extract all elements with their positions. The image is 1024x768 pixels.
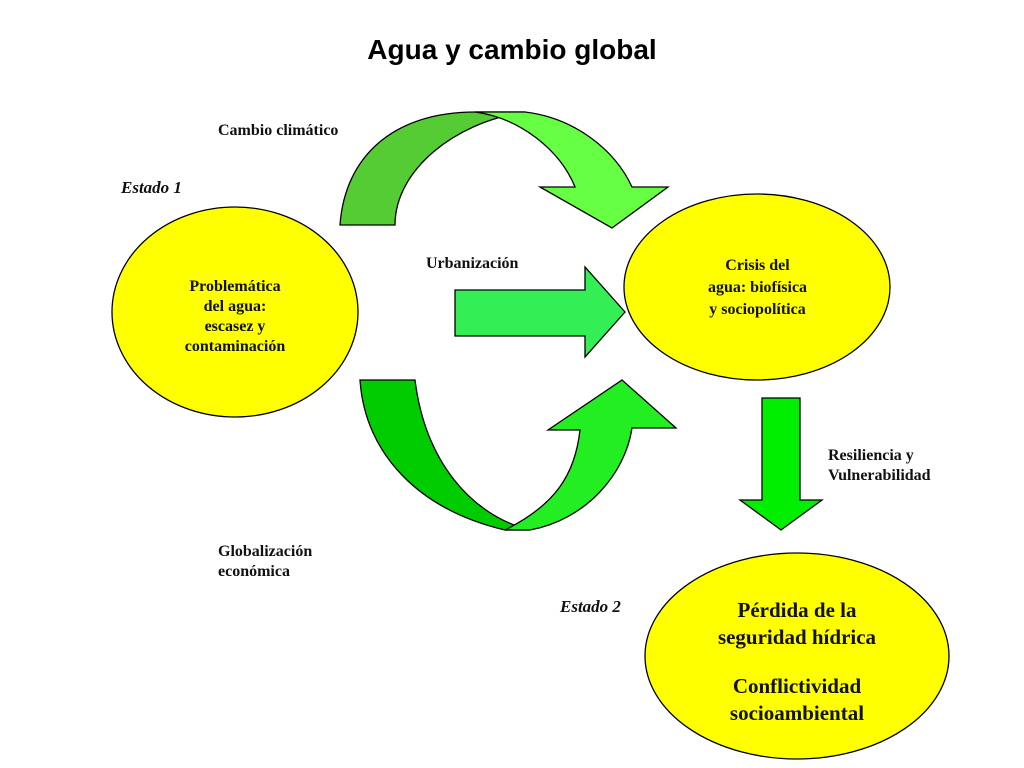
loss-node-line-4: socioambiental: [729, 701, 865, 725]
loss-node-shape: [644, 552, 950, 760]
crisis-node-line-2: agua: biofísica: [707, 279, 808, 296]
problem-node-line-3: escasez y: [204, 318, 266, 335]
page-title: Agua y cambio global: [367, 34, 657, 65]
state-1-label: Estado 1: [121, 178, 182, 197]
loss-node-line-1: Pérdida de la: [737, 598, 857, 622]
globalization-arc-back: [359, 379, 531, 531]
globalization-label-line-1: Globalización: [218, 543, 313, 560]
loss-node-text: Pérdida de la seguridad hídrica Conflict…: [672, 592, 922, 732]
problem-node-shape: [111, 206, 359, 418]
globalization-label: Globalización económica: [218, 542, 312, 582]
loss-node-line-2: seguridad hídrica: [717, 625, 877, 649]
urbanization-label: Urbanización: [426, 255, 519, 272]
globalization-arc-arrowhead: [504, 379, 678, 531]
globalization-label-line-2: económica: [218, 563, 290, 580]
problem-node-line-2: del agua:: [203, 298, 267, 315]
state-2-label: Estado 2: [560, 597, 621, 616]
resilience-label-line-2: Vulnerabilidad: [828, 467, 931, 484]
resilience-label: Resiliencia y Vulnerabilidad: [828, 446, 931, 486]
crisis-node-line-1: Crisis del: [725, 257, 790, 274]
climate-change-label: Cambio climático: [218, 122, 339, 139]
resilience-label-line-1: Resiliencia y: [828, 447, 914, 464]
urbanization-arrow: [454, 265, 626, 359]
resilience-arrow: [738, 397, 824, 531]
problem-node-text: Problemática del agua: escasez y contami…: [135, 262, 335, 372]
loss-node-line-3: Conflictividad: [732, 674, 862, 698]
crisis-node-text: Crisis del agua: biofísica y sociopolíti…: [660, 250, 855, 326]
crisis-node-shape: [623, 193, 891, 381]
climate-arc-back: [339, 111, 526, 226]
crisis-node-line-3: y sociopolítica: [709, 301, 806, 318]
problem-node-line-4: contaminación: [184, 338, 286, 355]
problem-node-line-1: Problemática: [189, 278, 281, 295]
climate-arc-arrowhead: [474, 111, 670, 229]
